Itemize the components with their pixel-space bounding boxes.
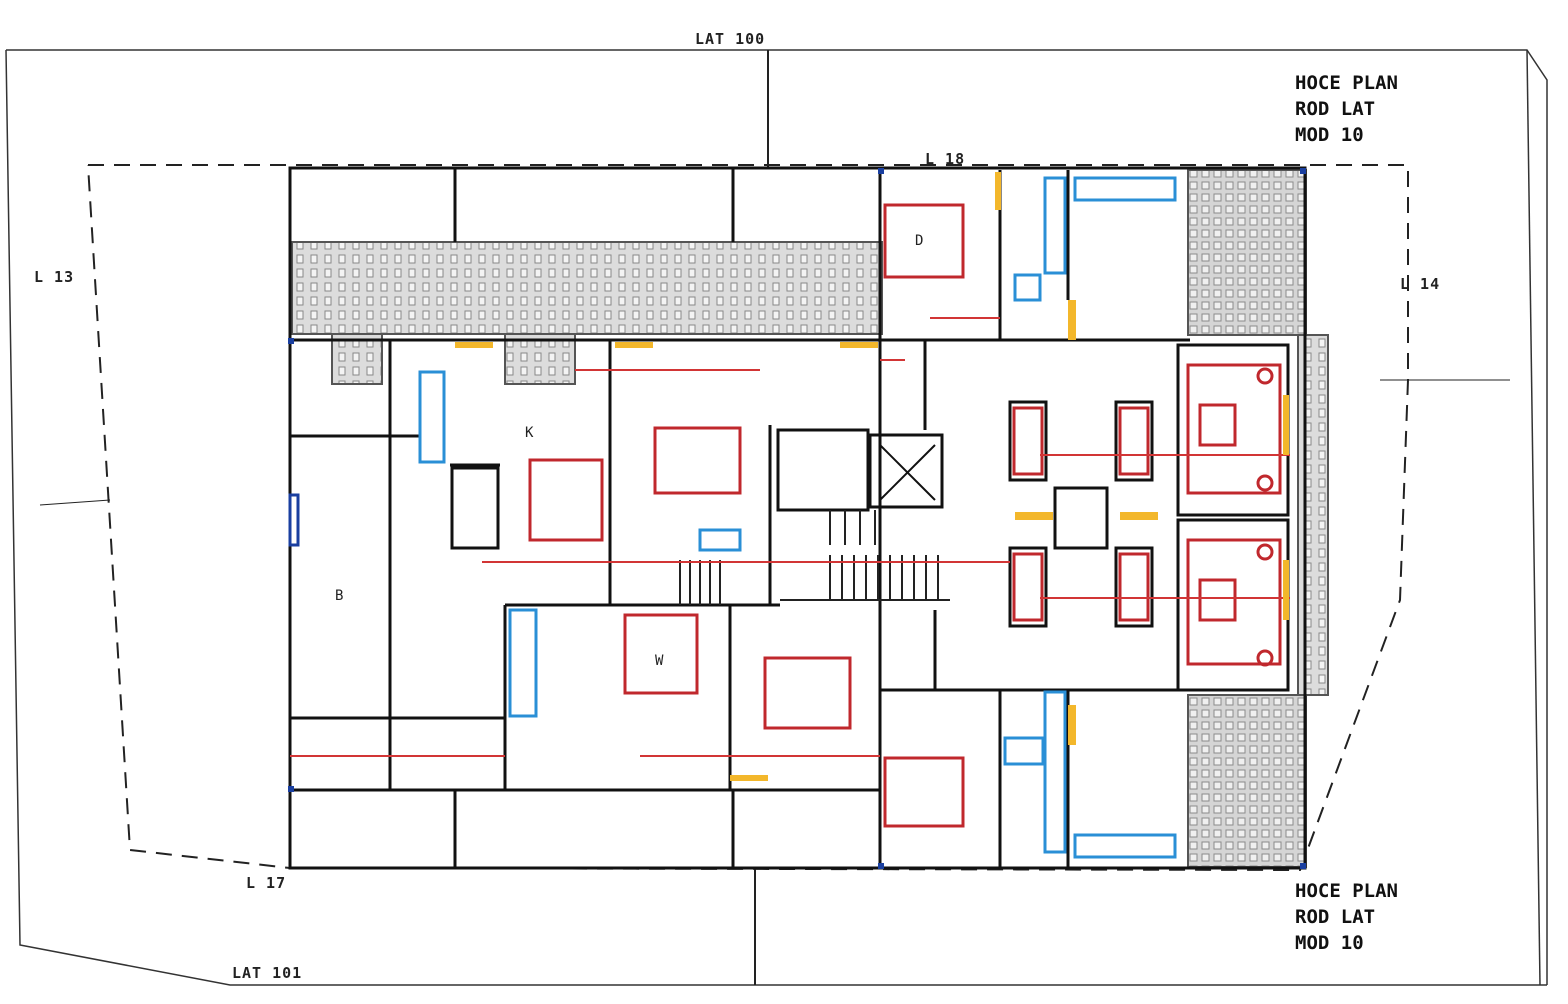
note-line: HOCE PLAN bbox=[1295, 72, 1398, 94]
label-bottom: LAT 101 bbox=[232, 964, 303, 982]
note-line: MOD 10 bbox=[1295, 124, 1364, 146]
staircase bbox=[679, 510, 950, 605]
label-top: LAT 100 bbox=[695, 30, 766, 48]
yellow-accents bbox=[455, 172, 1289, 781]
note-line: HOCE PLAN bbox=[1295, 880, 1398, 902]
label-left: L 13 bbox=[34, 268, 75, 286]
room-label: W bbox=[655, 653, 664, 669]
pillars bbox=[288, 168, 1306, 869]
axis-lines bbox=[39, 50, 1510, 985]
note-line: ROD LAT bbox=[1295, 906, 1376, 928]
label-right: L 14 bbox=[1400, 275, 1441, 293]
room-label: B bbox=[335, 588, 343, 604]
site-boundary bbox=[5, 49, 1548, 986]
room-label: D bbox=[915, 233, 923, 249]
label-bottom-left: L 17 bbox=[246, 874, 287, 892]
notes-top-right: HOCE PLAN ROD LAT MOD 10 bbox=[1295, 70, 1398, 148]
notes-bottom-right: HOCE PLAN ROD LAT MOD 10 bbox=[1295, 878, 1398, 956]
setback-line bbox=[87, 164, 1409, 872]
room-label-group: B K W D bbox=[335, 233, 923, 669]
red-lines bbox=[290, 317, 1290, 757]
label-top-mid: L 18 bbox=[925, 150, 966, 168]
hatched-areas bbox=[291, 169, 1329, 868]
note-line: ROD LAT bbox=[1295, 98, 1376, 120]
blue-fixtures bbox=[418, 176, 1177, 859]
red-furniture bbox=[528, 203, 1282, 828]
room-label: K bbox=[525, 425, 534, 441]
note-line: MOD 10 bbox=[1295, 932, 1364, 954]
